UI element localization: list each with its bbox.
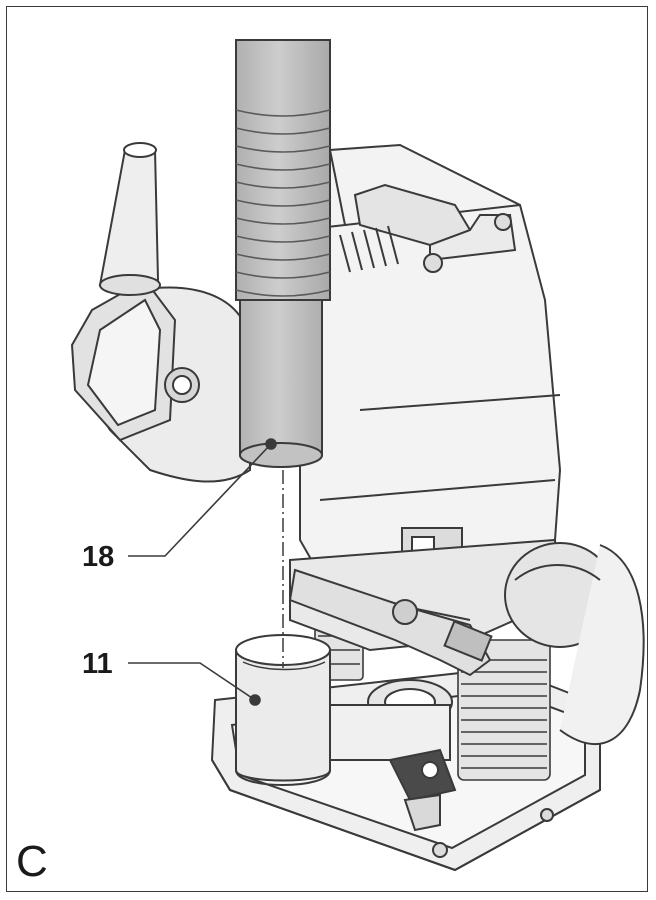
callout-label-18: 18 — [82, 541, 115, 573]
callout-leader-18 — [128, 438, 277, 557]
side-extraction-nozzle — [98, 142, 161, 296]
adapter-clamp-screw — [388, 748, 457, 832]
depth-stop-lever — [288, 568, 493, 677]
callout-label-11: 11 — [82, 648, 113, 680]
callout-leader-11 — [128, 662, 261, 706]
figure-letter: C — [16, 837, 48, 886]
right-plunge-column — [457, 639, 551, 781]
motor-housing — [299, 143, 562, 587]
extraction-hose-18 — [235, 39, 331, 468]
left-handle-assembly — [70, 278, 251, 483]
right-handle-knob — [504, 542, 645, 746]
